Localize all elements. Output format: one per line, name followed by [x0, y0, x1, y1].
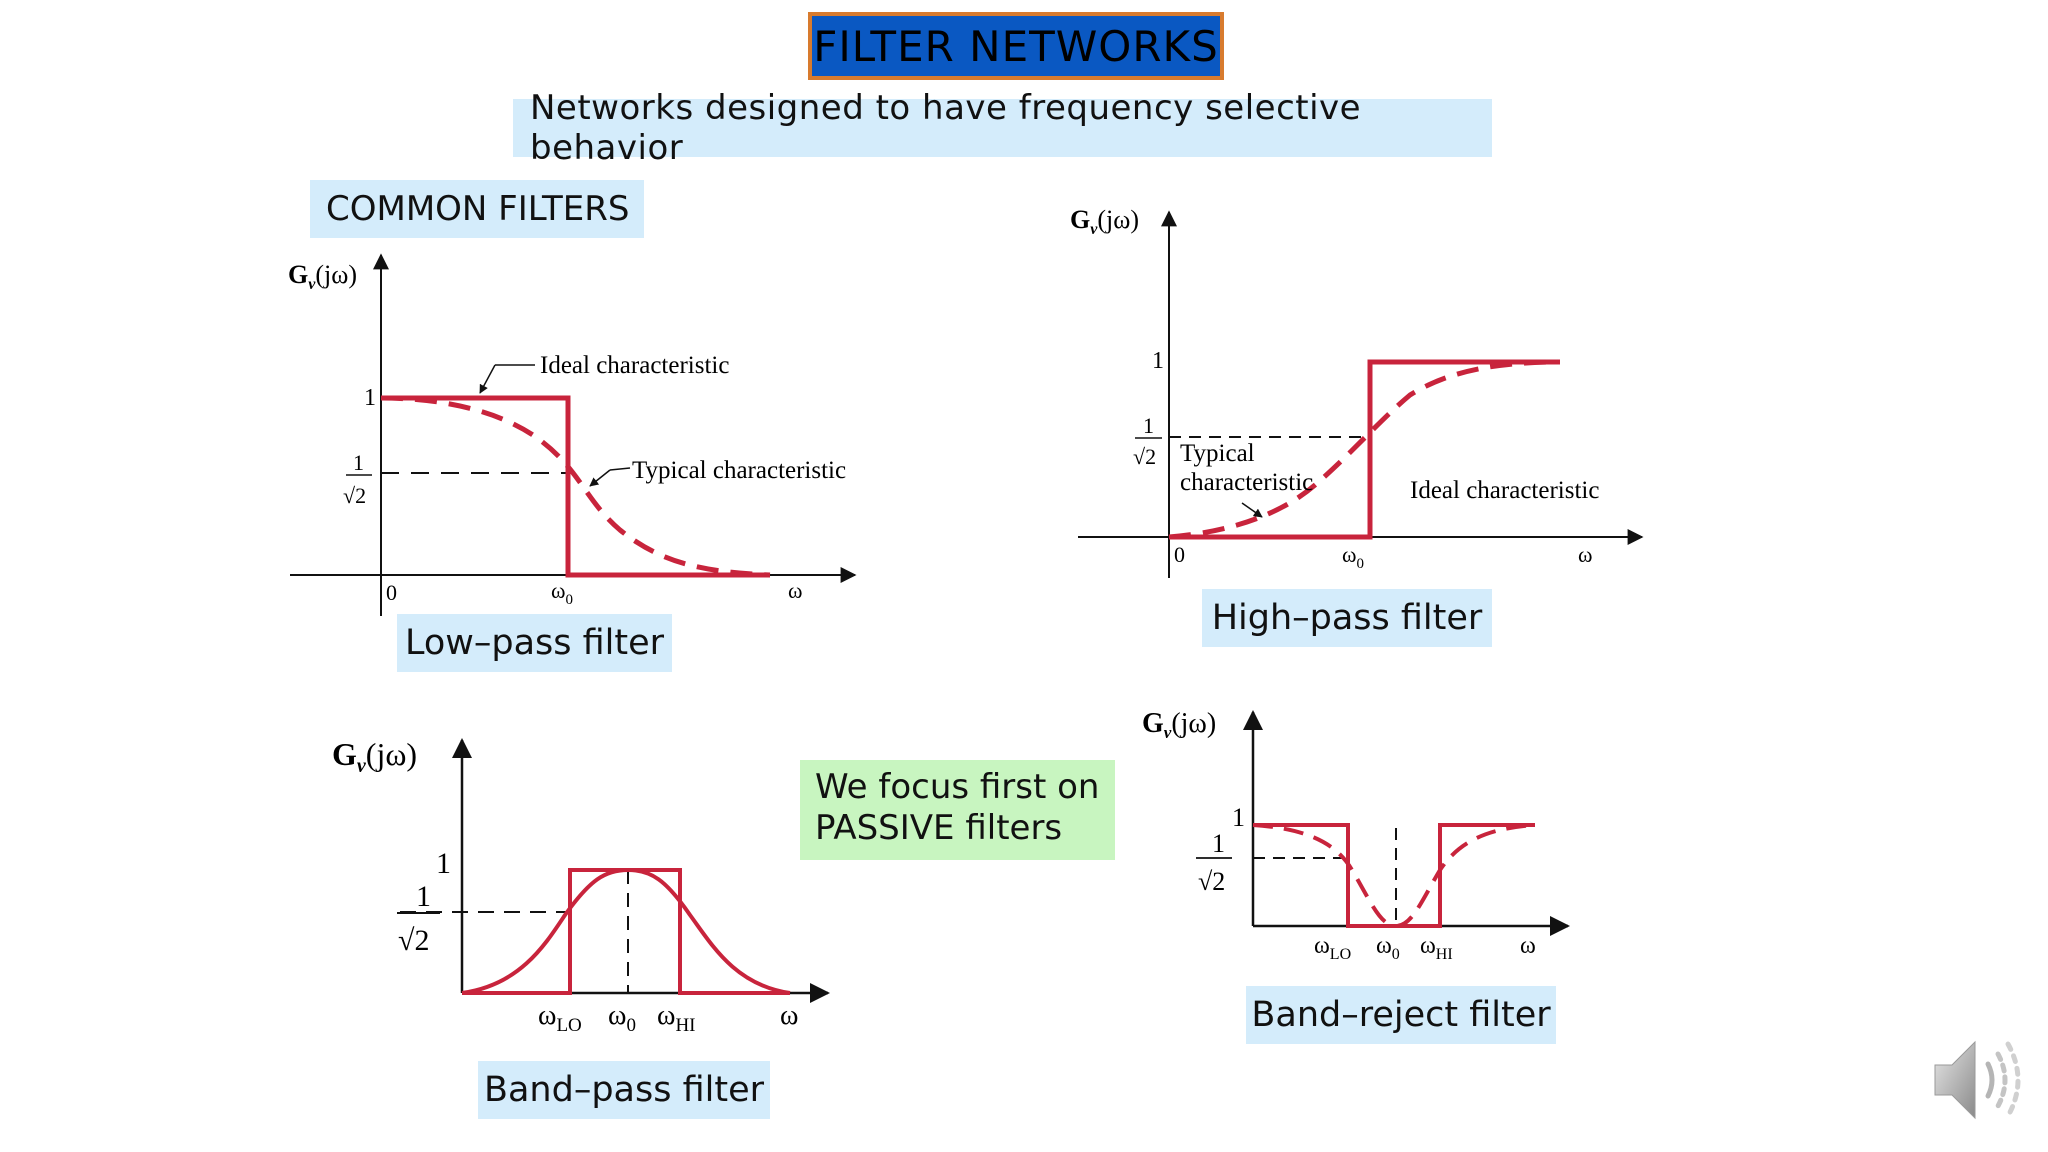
hp-typical-pointer-arrow [1241, 502, 1263, 518]
lp-zero-label: 0 [386, 580, 397, 605]
bp-w-label: ω [780, 1000, 798, 1031]
br-wlo-label: ωLO [1314, 933, 1351, 963]
bp-frac-num: 1 [416, 880, 431, 913]
common-filters-label: COMMON FILTERS [310, 180, 644, 238]
lp-ideal-pointer-arrow [479, 364, 496, 394]
band-reject-caption: Band–reject filter [1246, 986, 1556, 1044]
br-ylabel: Gv(jω) [1142, 708, 1216, 742]
hp-frac-den: √2 [1133, 444, 1156, 469]
hp-ideal-curve [1169, 359, 1560, 540]
br-typical-curve [1252, 823, 1536, 929]
lp-typical-curve [380, 395, 771, 578]
band-reject-diagram: Gv(jω) 1 1 √2 ωLO ω0 ωHI ω [1142, 708, 1570, 963]
bp-frac-den: √2 [398, 924, 429, 957]
hp-ylabel: Gv(jω) [1070, 205, 1139, 238]
bp-ylabel: Gv(jω) [332, 736, 417, 777]
slide-title-box: FILTER NETWORKS [808, 12, 1224, 80]
br-frac-num: 1 [1212, 829, 1225, 858]
br-whi-label: ωHI [1420, 933, 1453, 963]
focus-note-line1: We focus first on [815, 767, 1100, 807]
hp-zero-label: 0 [1174, 542, 1185, 567]
bp-whi-label: ωHI [657, 1000, 696, 1036]
lp-ylabel: Gv(jω) [288, 260, 357, 293]
br-w-label: ω [1520, 933, 1536, 959]
lp-w-label: ω [788, 578, 802, 603]
low-pass-caption: Low–pass filter [397, 614, 672, 672]
hp-typical-line1: Typical [1180, 440, 1255, 467]
br-w0-label: ω0 [1376, 933, 1400, 963]
bp-one-label: 1 [436, 847, 451, 880]
bp-typical-curve [461, 867, 791, 995]
band-pass-caption: Band–pass filter [478, 1061, 770, 1119]
slide-title: FILTER NETWORKS [813, 21, 1219, 71]
bp-w0-label: ω0 [608, 1000, 636, 1036]
high-pass-diagram: Gv(jω) 1 1 √2 Typical characteristic Ide… [1070, 205, 1644, 578]
focus-note-line2: PASSIVE filters [815, 808, 1063, 848]
lp-frac-den: √2 [343, 483, 366, 508]
lp-w0-label: ω0 [551, 578, 573, 608]
hp-w0-label: ω0 [1342, 542, 1364, 572]
low-pass-diagram: Gv(jω) Ideal characteristic Typical char… [288, 253, 857, 616]
hp-ideal-label: Ideal characteristic [1410, 477, 1599, 504]
passive-filters-note: We focus first on PASSIVE filters [800, 760, 1115, 860]
lp-typical-pointer [609, 467, 631, 471]
speaker-icon[interactable] [1930, 1030, 2040, 1130]
hp-frac-num: 1 [1143, 413, 1154, 438]
lp-typical-label: Typical characteristic [632, 457, 846, 484]
lp-ideal-curve [381, 395, 770, 578]
hp-typical-curve [1168, 359, 1561, 540]
hp-one-label: 1 [1152, 348, 1164, 374]
lp-ideal-label: Ideal characteristic [540, 352, 729, 379]
hp-typical-line2: characteristic [1180, 469, 1313, 496]
bp-wlo-label: ωLO [538, 1000, 582, 1036]
hp-w-label: ω [1578, 542, 1592, 567]
band-pass-diagram: Gv(jω) 1 1 √2 ωLO ω0 ωHI ω [332, 736, 830, 1036]
br-ideal-curve [1253, 823, 1535, 928]
br-frac-den: √2 [1198, 867, 1225, 896]
lp-typical-pointer-arrow [589, 469, 611, 487]
lp-one-label: 1 [364, 385, 376, 411]
high-pass-caption: High–pass filter [1202, 589, 1492, 647]
br-one-label: 1 [1232, 803, 1245, 832]
lp-frac-num: 1 [353, 450, 364, 475]
